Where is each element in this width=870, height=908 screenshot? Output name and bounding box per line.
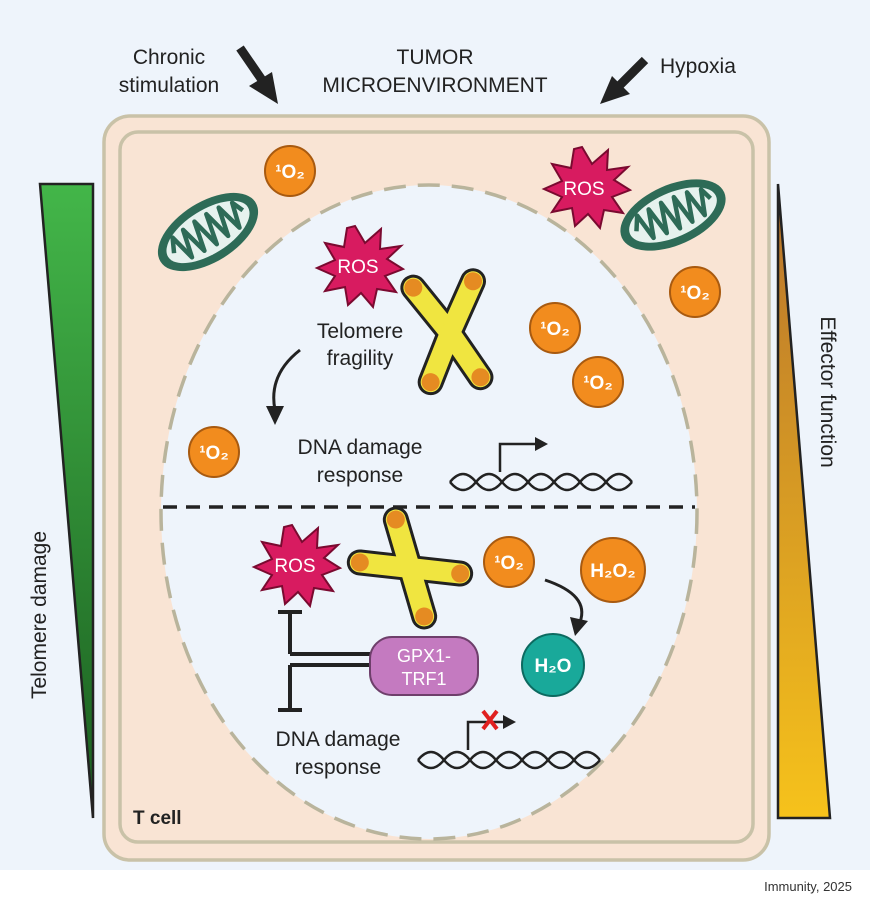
- diagram-svg: ROS ROS ROS ¹O₂ ¹O₂ ¹O₂ ¹O₂ ¹O₂ ¹O₂ H₂O₂…: [38, 45, 832, 862]
- hypoxia-label: Hypoxia: [660, 55, 736, 78]
- dna-active: [449, 437, 633, 492]
- svg-text:¹O₂: ¹O₂: [583, 373, 613, 394]
- hypoxia-arrow: [600, 56, 649, 104]
- singlet-oxygen-4: ¹O₂: [572, 356, 624, 408]
- svg-text:H₂O₂: H₂O₂: [590, 561, 635, 582]
- svg-text:ROS: ROS: [274, 556, 315, 577]
- ros-star-nucleus-bottom: ROS: [251, 523, 343, 609]
- dna-blocked: [417, 709, 601, 770]
- singlet-oxygen-6: ¹O₂: [483, 536, 535, 588]
- svg-text:¹O₂: ¹O₂: [494, 553, 524, 574]
- inhibition-bracket: [278, 610, 375, 712]
- svg-text:GPX1-: GPX1-: [397, 646, 451, 666]
- o2-to-h2o-arrow: [544, 578, 588, 636]
- chromosome-lower: [346, 506, 474, 630]
- singlet-oxygen-3: ¹O₂: [529, 302, 581, 354]
- t-cell-label: T cell: [133, 808, 182, 829]
- svg-text:TRF1: TRF1: [402, 669, 447, 689]
- singlet-oxygen-1: ¹O₂: [264, 145, 316, 197]
- svg-text:H₂O: H₂O: [535, 656, 572, 677]
- effector-function-label: Effector function: [816, 316, 839, 468]
- svg-text:¹O₂: ¹O₂: [275, 162, 305, 183]
- ros-star-nucleus-top: ROS: [314, 224, 406, 310]
- svg-text:ROS: ROS: [337, 257, 378, 278]
- svg-text:¹O₂: ¹O₂: [540, 319, 570, 340]
- ros-star-cytoplasm: ROS: [541, 145, 633, 231]
- chromosome-upper: [400, 268, 494, 396]
- citation: Immunity, 2025: [764, 879, 852, 894]
- mitochondrion-left: [157, 192, 259, 272]
- t-cell-inner: [118, 130, 755, 844]
- svg-text:ROS: ROS: [563, 179, 604, 200]
- chronic-stimulation-arrow: [236, 45, 278, 104]
- telomere-damage-label: Telomere damage: [28, 530, 51, 700]
- singlet-oxygen-5: ¹O₂: [188, 426, 240, 478]
- svg-text:¹O₂: ¹O₂: [680, 283, 710, 304]
- svg-text:¹O₂: ¹O₂: [199, 443, 229, 464]
- singlet-oxygen-2: ¹O₂: [669, 266, 721, 318]
- telomere-damage-gradient: [38, 182, 95, 819]
- effector-function-gradient: [776, 183, 832, 820]
- h2o-circle: H₂O: [521, 633, 585, 697]
- telomere-to-dna-damage-arrow: [266, 348, 301, 425]
- h2o2-circle: H₂O₂: [580, 537, 646, 603]
- diagram-panel: ROS ROS ROS ¹O₂ ¹O₂ ¹O₂ ¹O₂ ¹O₂ ¹O₂ H₂O₂…: [0, 0, 870, 870]
- mitochondrion-right: [620, 179, 726, 251]
- gpx1-trf1-box: GPX1- TRF1: [369, 636, 479, 696]
